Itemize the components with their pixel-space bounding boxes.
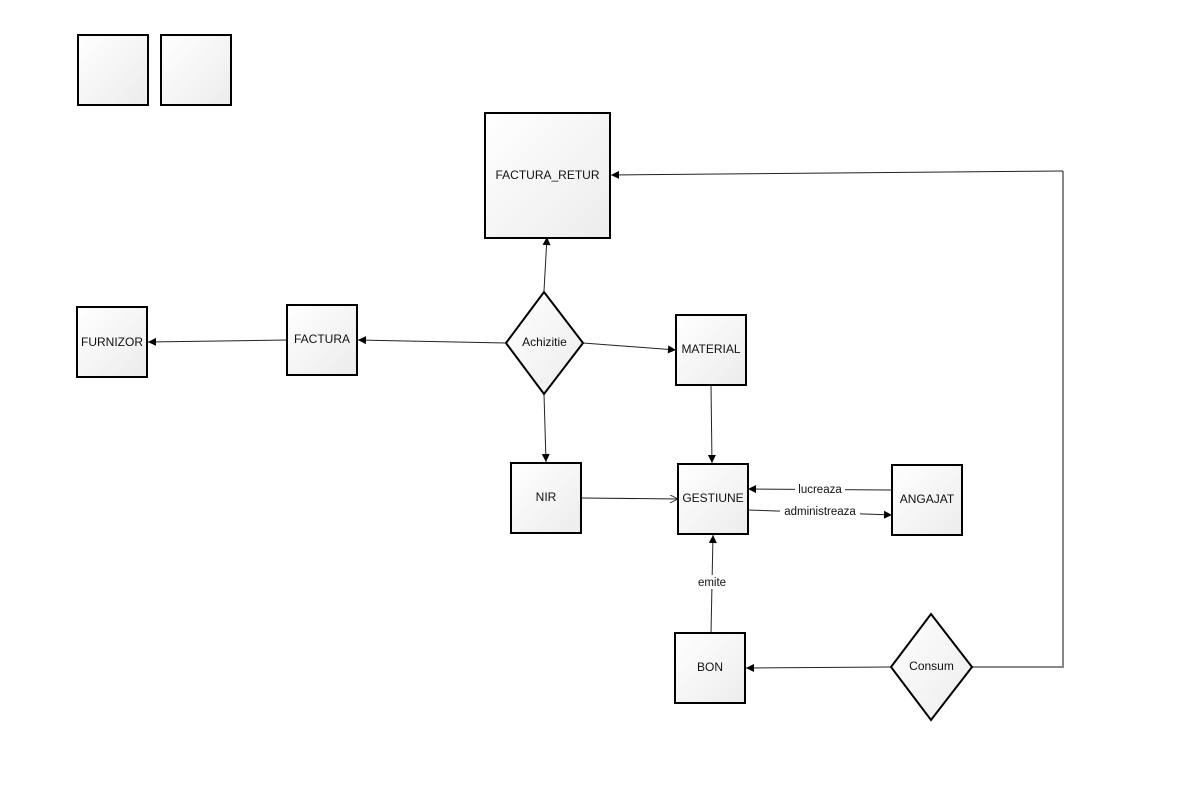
edges <box>147 170 1064 672</box>
edge-factura-furnizor[interactable] <box>147 337 288 346</box>
entity-material[interactable]: MATERIAL <box>675 314 747 386</box>
edge-achizitie-nir[interactable] <box>541 393 550 463</box>
edge-label-administreaza: administreaza <box>780 504 860 518</box>
edge-consum-factura-retur-path[interactable] <box>972 171 1064 668</box>
edge-label-lucreaza: lucreaza <box>795 482 845 496</box>
entity-factura-retur-label: FACTURA_RETUR <box>495 168 599 182</box>
edge-achizitie-factura-retur[interactable] <box>542 236 551 292</box>
edge-consum-bon[interactable] <box>745 663 892 672</box>
palette-shape-2[interactable] <box>160 34 232 106</box>
palette-shape-1[interactable] <box>77 34 149 106</box>
entity-factura[interactable]: FACTURA <box>286 304 358 376</box>
edge-material-gestiune[interactable] <box>707 384 716 464</box>
entity-factura-label: FACTURA <box>294 332 350 346</box>
entity-nir-label: NIR <box>536 490 557 504</box>
entity-nir[interactable]: NIR <box>510 462 582 534</box>
entity-angajat[interactable]: ANGAJAT <box>891 464 963 536</box>
edge-label-administreaza-text: administreaza <box>784 506 856 518</box>
entity-bon-label: BON <box>697 660 723 674</box>
entity-factura-retur[interactable]: FACTURA_RETUR <box>484 112 611 239</box>
entity-furnizor-label: FURNIZOR <box>81 335 143 349</box>
entity-furnizor[interactable]: FURNIZOR <box>76 306 148 378</box>
entity-gestiune-label: GESTIUNE <box>682 491 743 505</box>
edge-achizitie-factura[interactable] <box>357 336 507 345</box>
entity-gestiune[interactable]: GESTIUNE <box>677 463 749 535</box>
relationship-consum[interactable]: Consum <box>889 612 974 722</box>
relationship-achizitie-label: Achizitie <box>522 335 567 349</box>
edge-label-emite: emite <box>694 575 730 589</box>
edge-nir-gestiune[interactable] <box>581 498 678 499</box>
edge-label-emite-text: emite <box>698 577 726 589</box>
entity-material-label: MATERIAL <box>681 342 740 356</box>
edge-consum-factura-retur[interactable] <box>610 170 1064 179</box>
relationship-achizitie[interactable]: Achizitie <box>504 290 585 396</box>
edge-achizitie-material[interactable] <box>582 342 677 354</box>
entity-bon[interactable]: BON <box>674 632 746 704</box>
relationship-consum-label: Consum <box>909 659 954 673</box>
entity-angajat-label: ANGAJAT <box>900 492 955 506</box>
edge-label-lucreaza-text: lucreaza <box>798 484 842 496</box>
